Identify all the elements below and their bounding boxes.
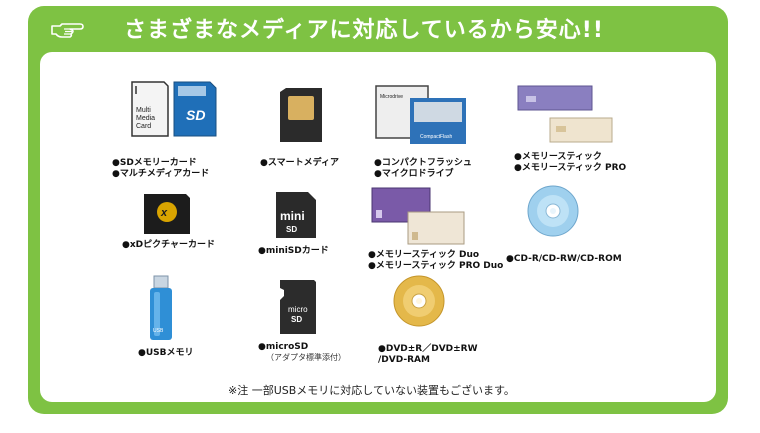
minisd-card-text-2: SD — [286, 225, 297, 234]
minisd-card-text-1: mini — [280, 209, 305, 223]
svg-text:USB: USB — [153, 328, 164, 334]
media-label-cd: ●CD-R/CD-RW/CD-ROM — [506, 254, 622, 265]
media-item-xd: x — [142, 192, 192, 236]
media-label-line: ●メモリースティック PRO Duo — [368, 261, 504, 271]
mmc-card-text-1: Multi — [136, 107, 151, 114]
media-label-sub: （アダプタ標準添付） — [266, 353, 346, 362]
banner-header: さまざまなメディアに対応しているから安心!! — [28, 6, 728, 50]
mmc-card-text-2: Media — [136, 115, 155, 122]
mmc-card-text-3: Card — [136, 123, 151, 130]
cd-disc-icon — [527, 185, 579, 237]
cf-card-text: CompactFlash — [420, 134, 452, 140]
memory-stick-duo-icon — [371, 187, 465, 245]
microsd-card-text-1: micro — [288, 305, 308, 314]
media-label-dvd: ●DVD±R／DVD±RW /DVD-RAM — [378, 344, 478, 366]
media-label-line: ●DVD±R／DVD±RW — [378, 344, 478, 354]
media-item-usb: USB — [148, 274, 174, 342]
media-label-microsd: ●microSD （アダプタ標準添付） — [258, 342, 346, 363]
footnote: ※注 一部USBメモリに対応していない装置もございます。 — [228, 384, 515, 397]
media-label-line: ●メモリースティック PRO — [514, 163, 627, 173]
media-label-line: ●microSD — [258, 342, 309, 352]
media-panel: Multi Media Card SD ●SDメモリーカード ●マルチメディアカ… — [40, 52, 716, 402]
media-label-line: ●xDピクチャーカード — [122, 240, 216, 250]
media-label-line: /DVD-RAM — [378, 355, 430, 365]
microsd-card-text-2: SD — [291, 315, 302, 324]
banner-title: さまざまなメディアに対応しているから安心!! — [124, 18, 604, 43]
media-item-microsd: micro SD — [278, 278, 318, 336]
media-label-sd: ●SDメモリーカード ●マルチメディアカード — [112, 158, 209, 180]
media-label-line: ●マルチメディアカード — [112, 169, 210, 179]
media-label-usb: ●USBメモリ — [138, 348, 194, 359]
media-item-cd — [526, 184, 580, 238]
xd-picture-card-icon: x — [144, 194, 190, 234]
media-label-line: ●コンパクトフラッシュ — [374, 158, 472, 168]
media-item-msduo — [370, 184, 466, 246]
media-item-smartmedia — [278, 86, 324, 144]
media-label-smartmedia: ●スマートメディア — [260, 158, 339, 169]
microdrive-text: Microdrive — [380, 94, 403, 100]
media-label-line: ●SDメモリーカード — [112, 158, 197, 168]
media-item-memorystick — [516, 82, 616, 144]
media-item-sd: Multi Media Card SD — [128, 78, 220, 140]
smart-media-icon — [280, 88, 322, 142]
sd-card-logo: SD — [186, 107, 205, 123]
media-label-line: ●マイクロドライブ — [374, 169, 454, 179]
media-label-line: ●メモリースティック — [514, 152, 602, 162]
media-item-cf: Microdrive CompactFlash — [374, 82, 470, 148]
media-label-line: ●スマートメディア — [260, 158, 339, 168]
dvd-disc-icon — [393, 275, 445, 327]
pointing-hand-icon — [51, 23, 84, 38]
microsd-card-icon: micro SD — [280, 280, 316, 334]
compact-flash-icon: Microdrive CompactFlash — [375, 85, 466, 144]
media-label-minisd: ●miniSDカード — [258, 246, 329, 257]
media-support-banner: さまざまなメディアに対応しているから安心!! Multi Media Card … — [28, 6, 728, 414]
media-label-line: ●メモリースティック Duo — [368, 250, 480, 260]
media-item-dvd — [392, 274, 446, 328]
media-label-memorystick: ●メモリースティック ●メモリースティック PRO — [514, 152, 626, 174]
media-label-line: ●CD-R/CD-RW/CD-ROM — [506, 254, 622, 264]
media-label-line: ●miniSDカード — [258, 246, 329, 256]
media-label-msduo: ●メモリースティック Duo ●メモリースティック PRO Duo — [368, 250, 503, 272]
sd-multimedia-card-icon: Multi Media Card SD — [131, 81, 217, 137]
memory-stick-icon — [517, 85, 613, 143]
usb-memory-icon: USB — [150, 275, 172, 340]
media-label-line: ●USBメモリ — [138, 348, 194, 358]
media-label-cf: ●コンパクトフラッシュ ●マイクロドライブ — [374, 158, 472, 180]
media-item-minisd: mini SD — [274, 190, 318, 240]
minisd-card-icon: mini SD — [276, 192, 316, 238]
svg-text:x: x — [160, 207, 168, 219]
media-label-xd: ●xDピクチャーカード — [122, 240, 215, 251]
